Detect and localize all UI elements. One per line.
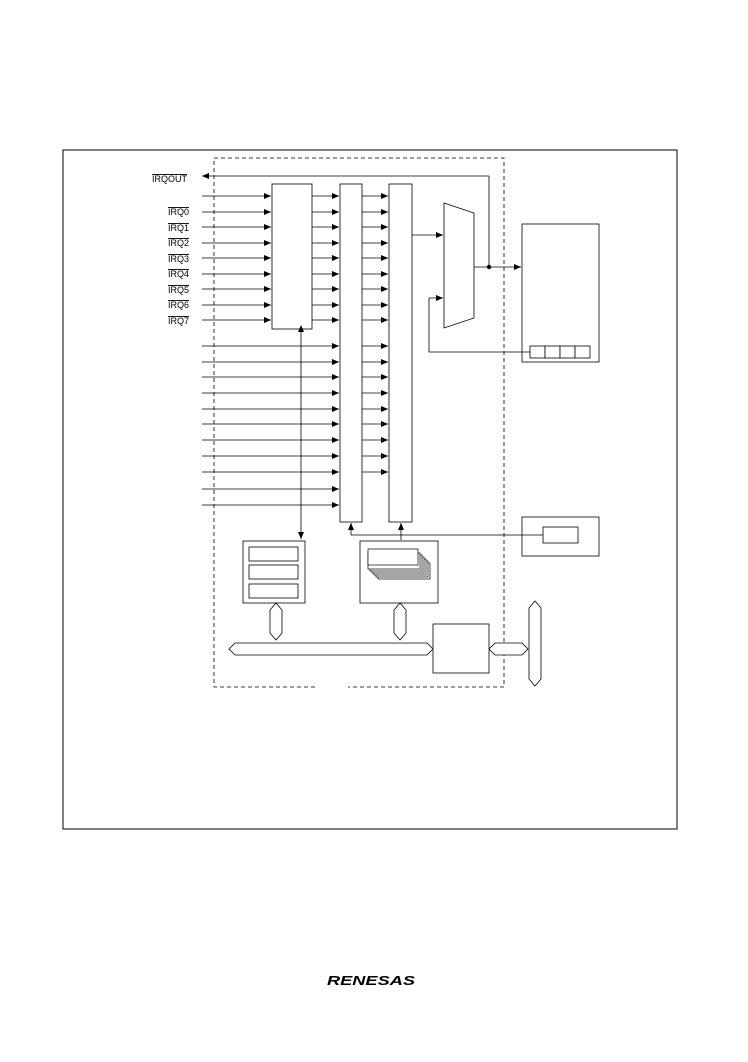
internal-bus [228, 642, 434, 656]
priority-decision-block [388, 183, 413, 523]
figure-frame [62, 149, 678, 830]
sr-mask-bits [529, 345, 591, 359]
irq-label: IRQ1 [168, 223, 189, 233]
irq-label: IRQ7 [168, 316, 189, 326]
irq-label: IRQ0 [168, 207, 189, 217]
priority-block [339, 183, 363, 523]
cpu-block [521, 223, 600, 363]
input-control-block [271, 183, 313, 330]
control-registers [248, 546, 299, 599]
dtc-register [542, 526, 579, 544]
block1-to-block2-lines [312, 193, 339, 323]
block2-to-block3-lines [362, 193, 388, 475]
register-bus-connector [269, 602, 283, 641]
comparator-output [474, 264, 521, 270]
irq-label: IRQ6 [168, 300, 189, 310]
mask-feedback-line [428, 295, 530, 353]
irq-pin-labels: IRQ0 IRQ1 IRQ2 IRQ3 IRQ4 IRQ5 IRQ6 IRQ7 [168, 207, 189, 326]
peripheral-bus [528, 600, 542, 687]
irq-label: IRQ3 [168, 254, 189, 264]
irq-label: IRQ4 [168, 269, 189, 279]
renesas-logo-text: RENESAS [327, 973, 415, 988]
irqout-signal: IRQOUT [152, 173, 490, 267]
comparator [443, 202, 475, 329]
module-boundary [213, 157, 505, 688]
module-interrupt-input-lines [202, 343, 339, 508]
dtc-to-decision-line [348, 523, 543, 536]
bus-interface-block [432, 623, 490, 674]
irq-label: IRQ5 [168, 285, 189, 295]
bus-interface-connector [488, 642, 529, 656]
ipr-bus-connector [393, 602, 407, 641]
irq-input-lines [202, 193, 271, 323]
irq-label: IRQ2 [168, 238, 189, 248]
renesas-logo: RENESAS [327, 973, 415, 988]
priority-registers-stack [367, 548, 431, 580]
irqout-label: IRQOUT [152, 174, 188, 184]
